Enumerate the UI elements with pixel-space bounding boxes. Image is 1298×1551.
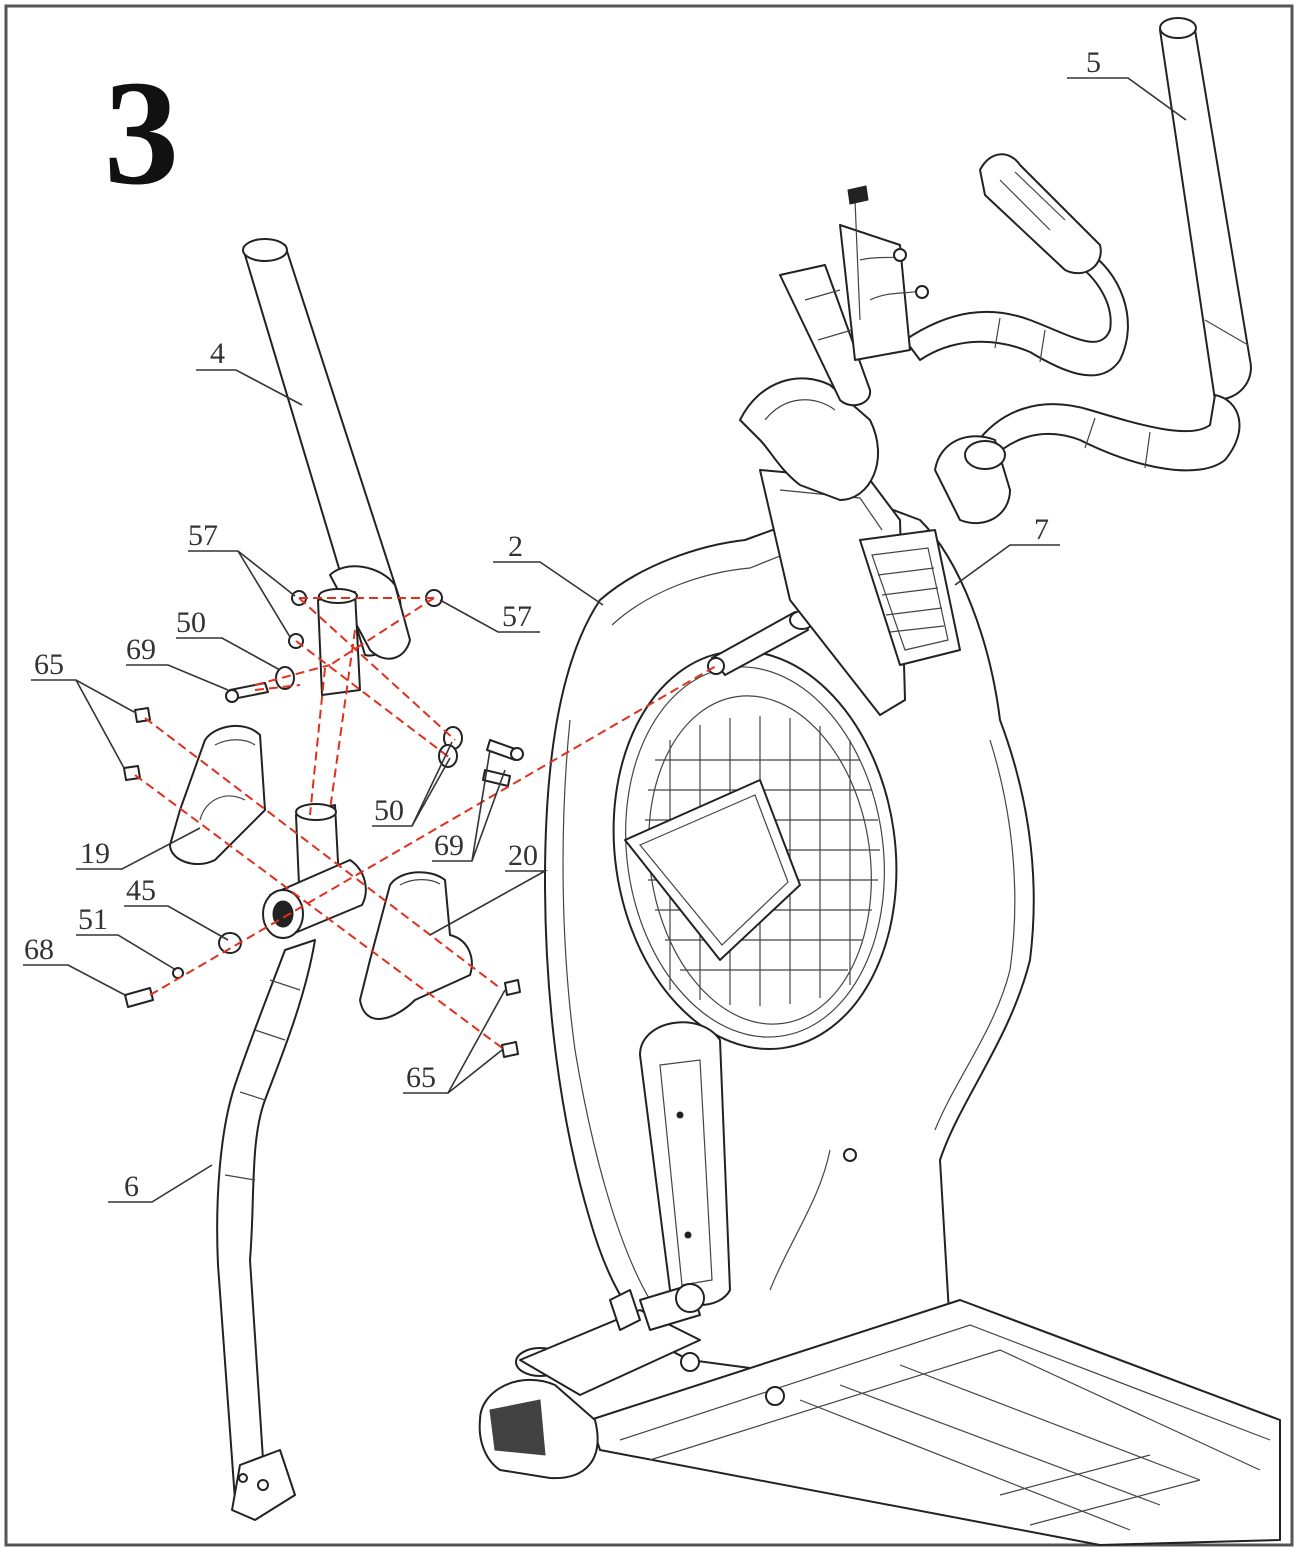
label-part-69-upper: 69 xyxy=(126,633,156,666)
assembly-axis-lines xyxy=(134,597,717,1051)
arm-joint-assembly xyxy=(169,724,473,1020)
label-part-19: 19 xyxy=(80,837,110,870)
label-part-50-lower: 50 xyxy=(374,794,404,827)
part-labels: 5 4 2 7 57 57 50 69 65 50 69 19 20 45 51… xyxy=(24,46,1101,1203)
screw-65-c xyxy=(504,979,521,996)
leader-lines xyxy=(23,77,1187,1203)
bolt-68 xyxy=(124,987,154,1008)
label-part-57-left: 57 xyxy=(188,519,218,552)
diagram-frame xyxy=(4,4,1294,1547)
label-part-69-lower: 69 xyxy=(434,829,464,862)
base-rails xyxy=(478,1283,1281,1546)
label-part-5: 5 xyxy=(1086,46,1101,79)
label-part-45: 45 xyxy=(126,874,156,907)
label-part-20: 20 xyxy=(508,839,538,872)
label-part-6: 6 xyxy=(124,1170,139,1203)
label-part-51: 51 xyxy=(78,903,108,936)
screw-65-d xyxy=(501,1041,519,1058)
label-part-4: 4 xyxy=(210,337,225,370)
label-part-65-upper: 65 xyxy=(34,648,64,681)
handlebar-part-5 xyxy=(739,17,1252,525)
upper-arm-part-4 xyxy=(242,238,411,696)
main-frame-part-2 xyxy=(544,469,1035,1382)
step-number: 3 xyxy=(104,50,179,216)
label-part-68: 68 xyxy=(24,933,54,966)
label-part-57-right: 57 xyxy=(502,600,532,633)
label-part-7: 7 xyxy=(1034,513,1049,546)
label-part-50-upper: 50 xyxy=(176,606,206,639)
fasteners xyxy=(123,589,524,1058)
label-part-2: 2 xyxy=(508,530,523,563)
lower-arm-part-6 xyxy=(216,939,316,1521)
label-part-65-lower: 65 xyxy=(406,1061,436,1094)
